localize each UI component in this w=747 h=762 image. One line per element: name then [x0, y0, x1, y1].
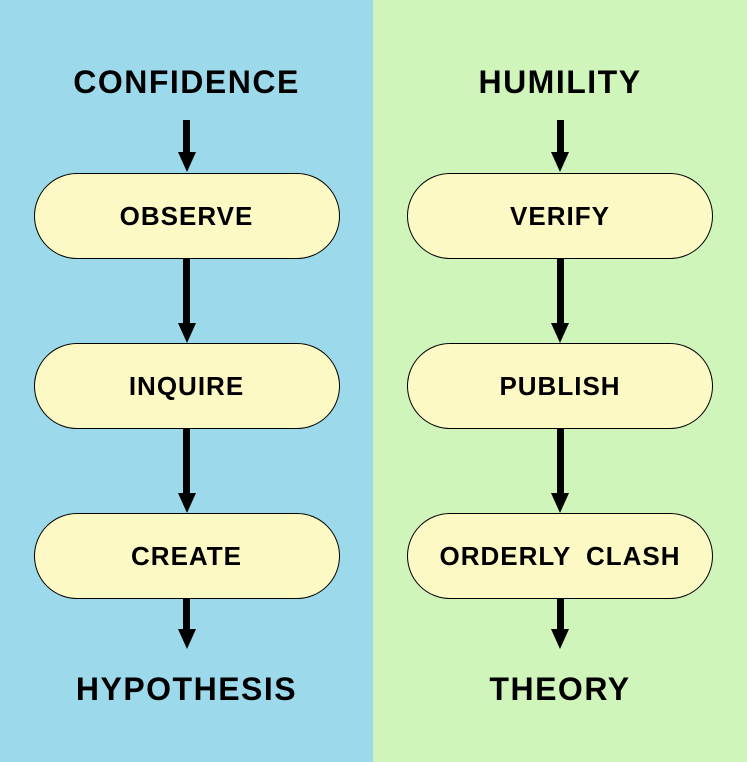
humility-column: HUMILITY VERIFY PUBLISH ORDERLY CLASH TH…: [373, 0, 747, 762]
flow-node-publish: PUBLISH: [407, 343, 713, 429]
arrow-shaft: [556, 120, 564, 152]
arrow-shaft: [556, 429, 564, 493]
column-footer-hypothesis: HYPOTHESIS: [75, 671, 298, 707]
arrow-head-icon: [551, 493, 569, 513]
arrow-shaft: [556, 599, 564, 629]
flow-node-observe: OBSERVE: [33, 173, 340, 259]
arrow-shaft: [183, 120, 190, 152]
down-arrow: [177, 120, 196, 172]
down-arrow: [177, 259, 196, 343]
down-arrow: [551, 120, 569, 172]
arrow-head-icon: [551, 323, 569, 343]
arrow-shaft: [556, 259, 564, 323]
arrow-head-icon: [177, 493, 196, 513]
arrow-shaft: [183, 599, 190, 629]
down-arrow: [177, 429, 196, 513]
arrow-head-icon: [177, 152, 196, 172]
down-arrow: [177, 599, 196, 649]
down-arrow: [551, 599, 569, 649]
column-header-confidence: CONFIDENCE: [73, 64, 300, 100]
flow-node-verify: VERIFY: [407, 173, 713, 259]
arrow-head-icon: [551, 152, 569, 172]
column-header-humility: HUMILITY: [478, 64, 642, 100]
confidence-column: CONFIDENCE OBSERVE INQUIRE CREATE HYPOTH…: [0, 0, 373, 762]
arrow-head-icon: [177, 629, 196, 649]
arrow-head-icon: [551, 629, 569, 649]
down-arrow: [551, 429, 569, 513]
flow-node-orderly-clash: ORDERLY CLASH: [407, 513, 713, 599]
down-arrow: [551, 259, 569, 343]
flow-node-inquire: INQUIRE: [33, 343, 340, 429]
arrow-head-icon: [177, 323, 196, 343]
arrow-shaft: [183, 259, 190, 323]
flow-node-create: CREATE: [33, 513, 340, 599]
column-footer-theory: THEORY: [489, 671, 631, 707]
arrow-shaft: [183, 429, 190, 493]
